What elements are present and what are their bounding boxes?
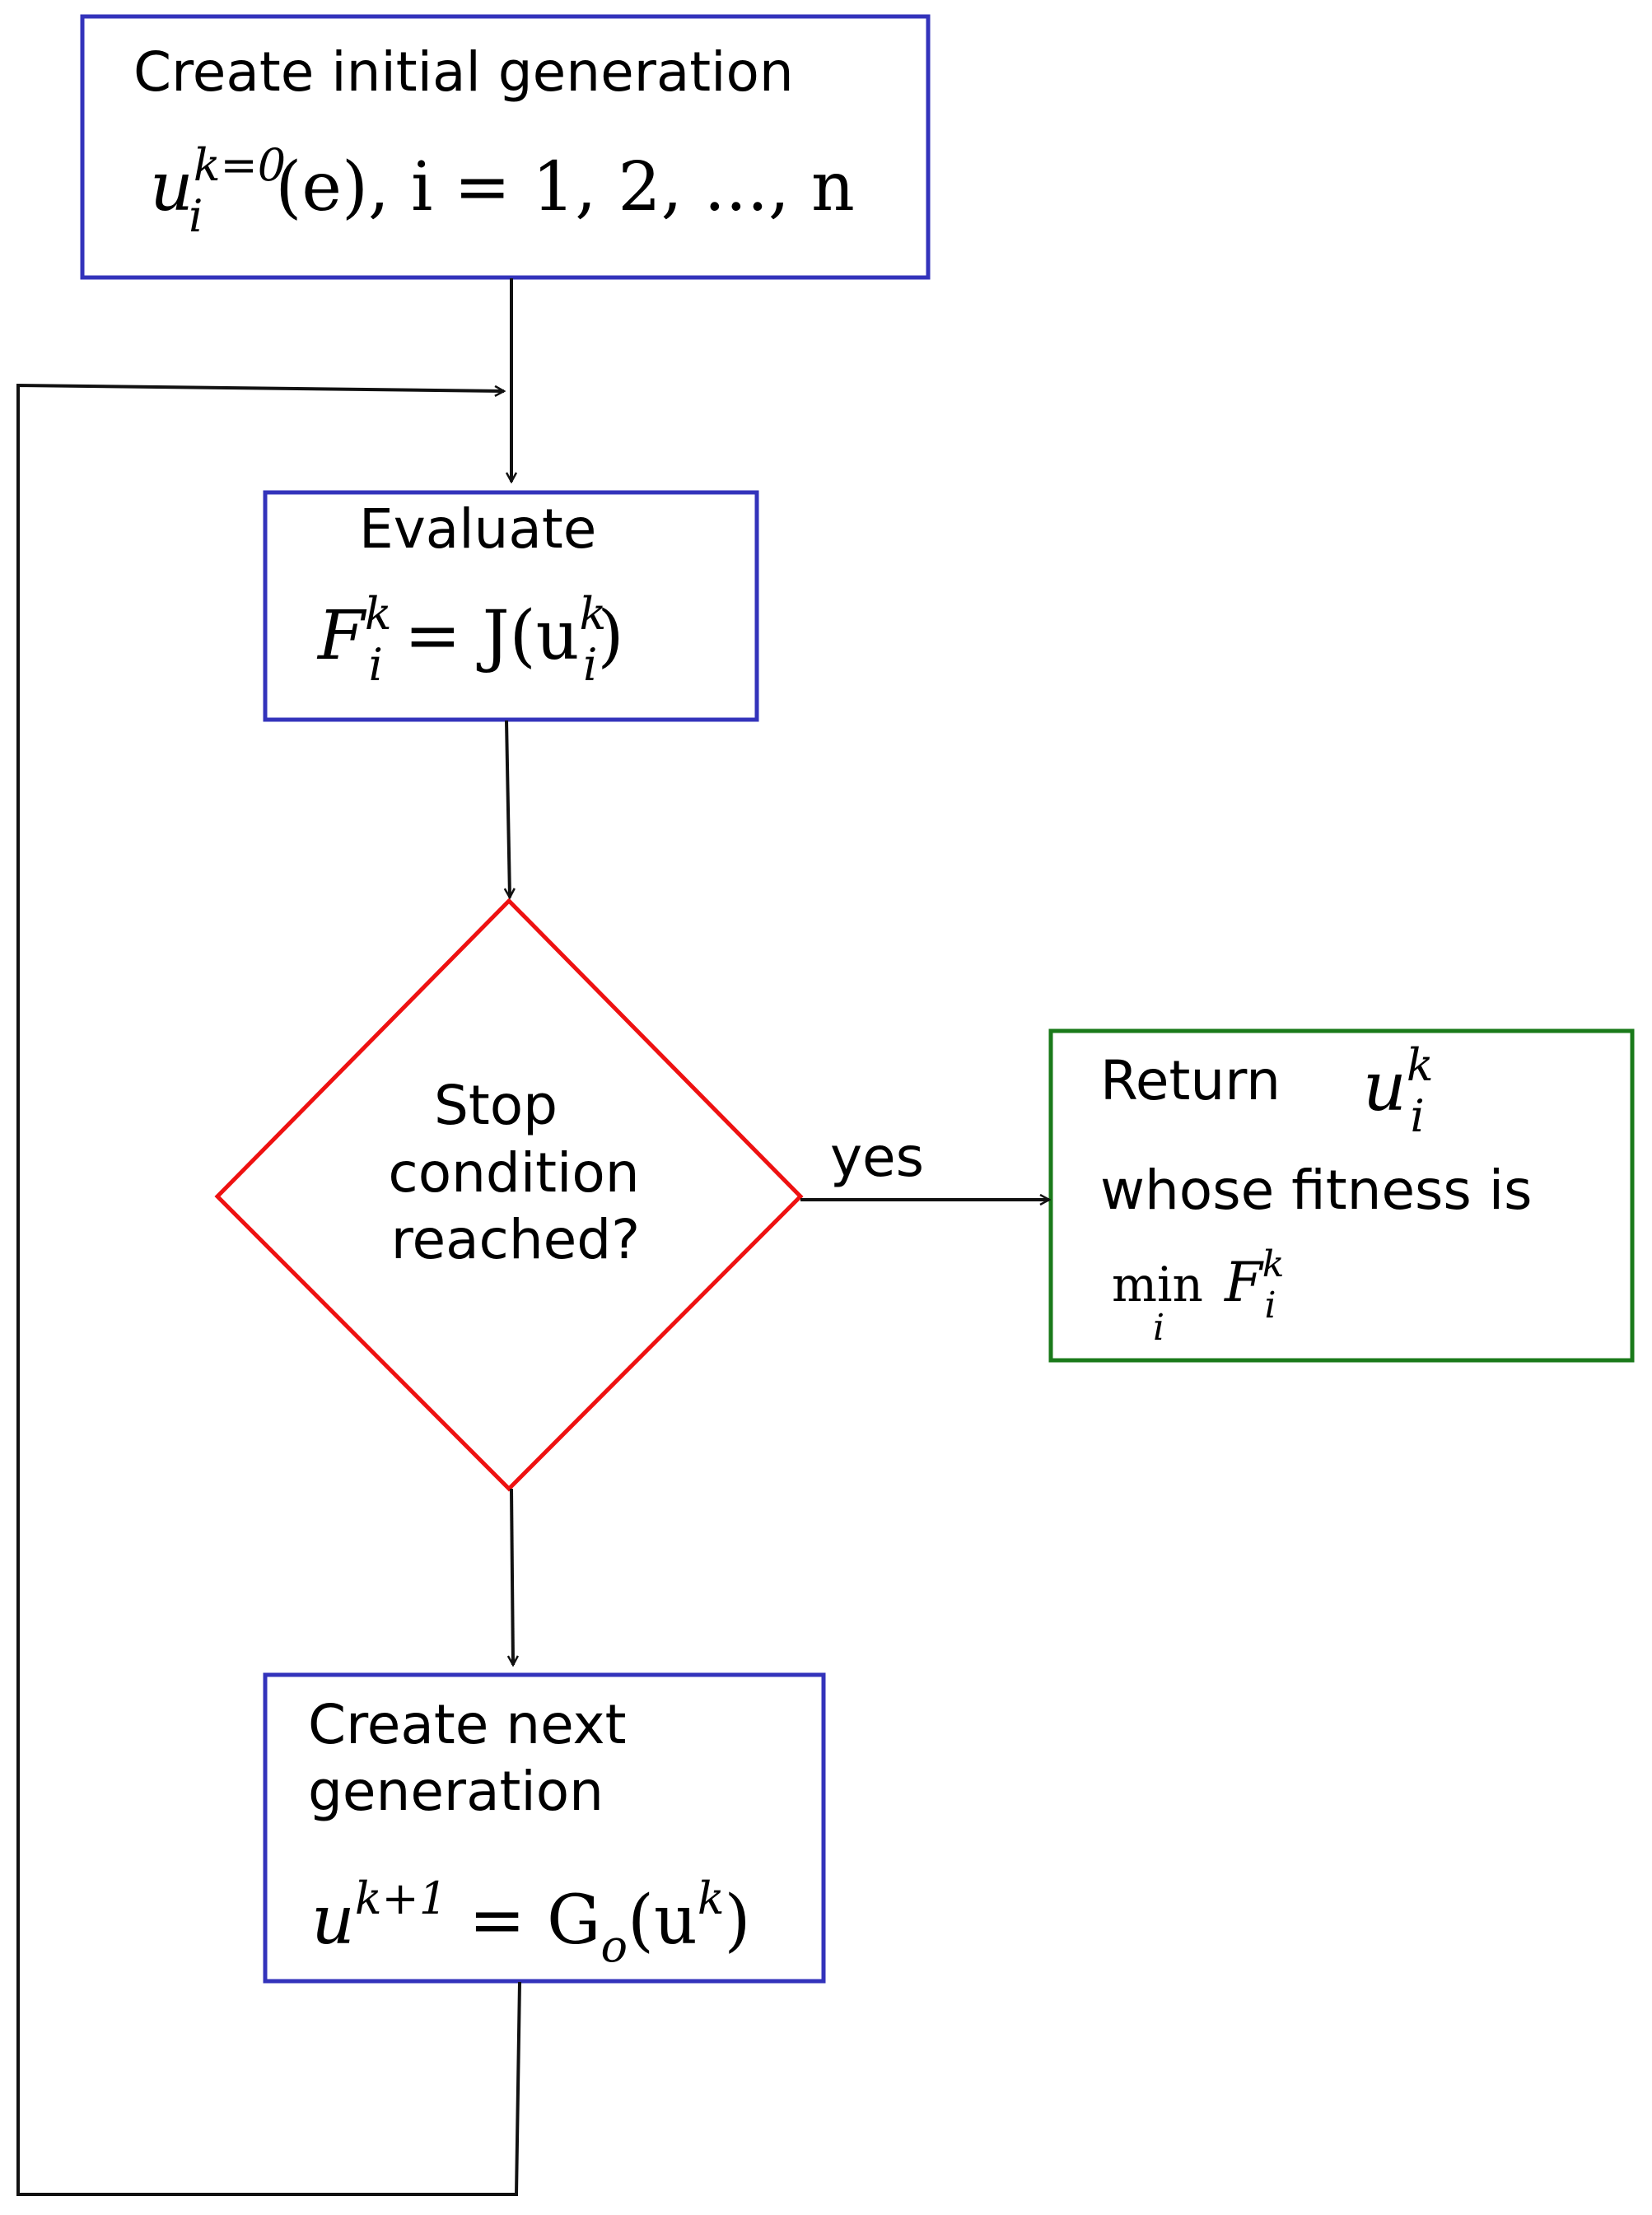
arrow-loop-back-to-evaluate — [16, 383, 521, 2196]
box-next-label-line-1: Create next — [308, 1693, 627, 1756]
box-next-formula: uk+1 = Go(uk) — [311, 1872, 751, 1972]
box-evaluate-label: Evaluate — [359, 497, 596, 561]
connectors — [16, 278, 1049, 2196]
box-initial-label: Create initial generation — [133, 40, 794, 104]
box-next-border — [263, 1672, 826, 1984]
box-return-line-2: whose fitness is — [1100, 1159, 1533, 1222]
decision-stop-condition: Stop condition reached? — [214, 898, 804, 1492]
decision-line-3: reached? — [391, 1208, 640, 1271]
arrow-evaluate-to-decision — [506, 720, 510, 898]
arrow-decision-to-next-generation — [511, 1488, 513, 1665]
box-return-border — [1048, 1028, 1635, 1363]
box-create-next-generation: Create next generation uk+1 = Go(uk) — [263, 1672, 826, 1984]
box-return-min-op: min — [1112, 1257, 1203, 1313]
box-next-label-line-2: generation — [308, 1760, 604, 1823]
decision-line-1: Stop — [434, 1074, 558, 1137]
edge-label-yes: yes — [830, 1126, 924, 1189]
box-return-line-1: Return — [1100, 1049, 1281, 1112]
decision-line-2: condition — [388, 1141, 639, 1205]
box-evaluate-border — [263, 490, 759, 722]
box-initial-border — [80, 14, 931, 280]
box-return-min-sub: i — [1153, 1307, 1164, 1349]
decision-diamond — [214, 898, 804, 1492]
